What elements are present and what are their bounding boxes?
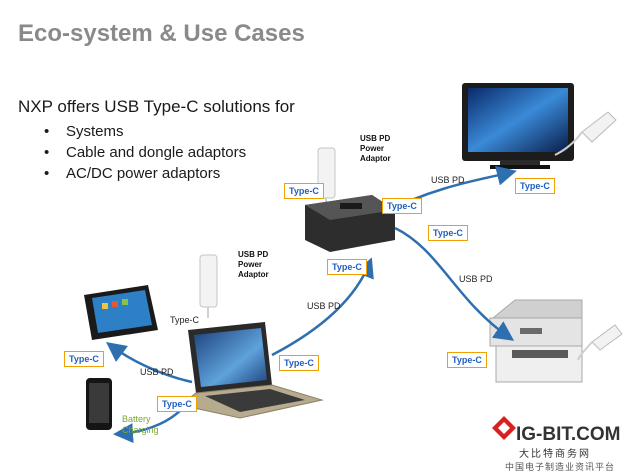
power-adaptor-printer	[577, 324, 623, 361]
power-adaptor-dock	[317, 147, 336, 210]
bullet-list: Systems Cable and dongle adaptors AC/DC …	[44, 121, 246, 184]
intro-text: NXP offers USB Type-C solutions for	[18, 97, 295, 116]
printer	[489, 299, 583, 383]
type-c-label: Type-C	[157, 396, 197, 412]
bullet-item: Systems	[44, 121, 246, 142]
usb-pd-label: USB PD	[140, 367, 174, 377]
power-adaptor-caption: USB PD Power Adaptor	[360, 134, 391, 164]
caption-line: Power	[238, 260, 263, 269]
type-c-text: Type-C	[170, 315, 200, 325]
type-c-label: Type-C	[447, 352, 487, 368]
type-c-label: Type-C	[428, 225, 468, 241]
power-adaptor-caption: USB PD Power Adaptor	[238, 250, 269, 280]
bullet-item: AC/DC power adaptors	[44, 163, 246, 184]
tablet	[84, 285, 158, 340]
type-c-label: Type-C	[279, 355, 319, 371]
bullet-item: Cable and dongle adaptors	[44, 142, 246, 163]
tv-monitor	[462, 83, 574, 169]
smartphone	[86, 378, 112, 430]
watermark-logo-icon	[492, 416, 516, 440]
slide-title: Eco-system & Use Cases	[18, 20, 305, 47]
caption-line: Battery	[122, 414, 151, 424]
usb-pd-label: USB PD	[307, 301, 341, 311]
power-adaptor-tv	[554, 111, 617, 156]
type-c-label: Type-C	[284, 183, 324, 199]
caption-line: USB PD	[238, 250, 269, 259]
power-adaptor-laptop	[199, 254, 218, 318]
watermark-footer: 中国电子制造业资讯平台	[505, 462, 616, 472]
watermark-chinese: 大比特商务网	[519, 449, 591, 460]
watermark-brand: IG-BIT.COM	[516, 424, 621, 445]
caption-line: Charging	[122, 425, 159, 435]
caption-line: Power	[360, 144, 385, 153]
caption-line: Adaptor	[238, 270, 269, 279]
usb-pd-label: USB PD	[431, 175, 465, 185]
caption-line: USB PD	[360, 134, 391, 143]
battery-charging-caption: Battery Charging	[122, 414, 159, 436]
caption-line: Adaptor	[360, 154, 391, 163]
type-c-label: Type-C	[515, 178, 555, 194]
type-c-label: Type-C	[64, 351, 104, 367]
laptop	[178, 322, 324, 419]
arrow-laptop-to-tablet	[105, 342, 193, 384]
docking-station	[305, 195, 395, 252]
usb-pd-label: USB PD	[459, 274, 493, 284]
type-c-label: Type-C	[382, 198, 422, 214]
type-c-label: Type-C	[327, 259, 367, 275]
arrow-dock-to-printer	[394, 226, 515, 341]
